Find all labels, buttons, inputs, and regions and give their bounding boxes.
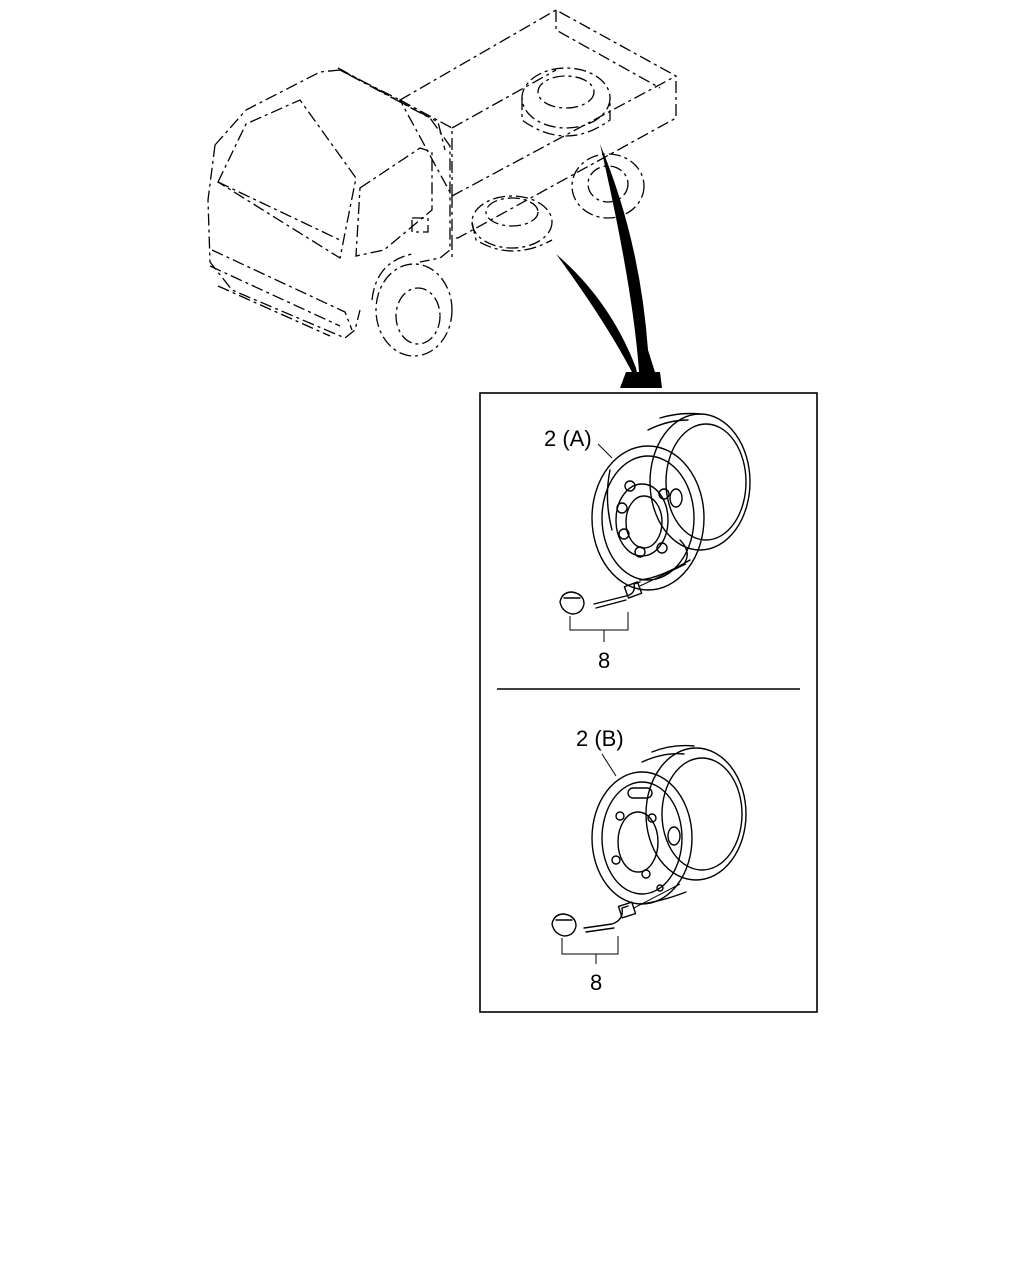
wheel-b — [591, 744, 747, 905]
truck-outline — [207, 9, 677, 357]
wheel-a — [591, 412, 751, 591]
callout-valve-a: 8 — [598, 648, 610, 673]
callout-wheel-b: 2 (B) — [576, 726, 624, 751]
valve-b — [551, 883, 681, 964]
valve-a — [559, 563, 687, 642]
pointer-arrows — [556, 144, 662, 388]
detail-frame — [479, 392, 818, 1013]
callout-wheel-a: 2 (A) — [544, 426, 592, 451]
callout-valve-b: 8 — [590, 970, 602, 995]
